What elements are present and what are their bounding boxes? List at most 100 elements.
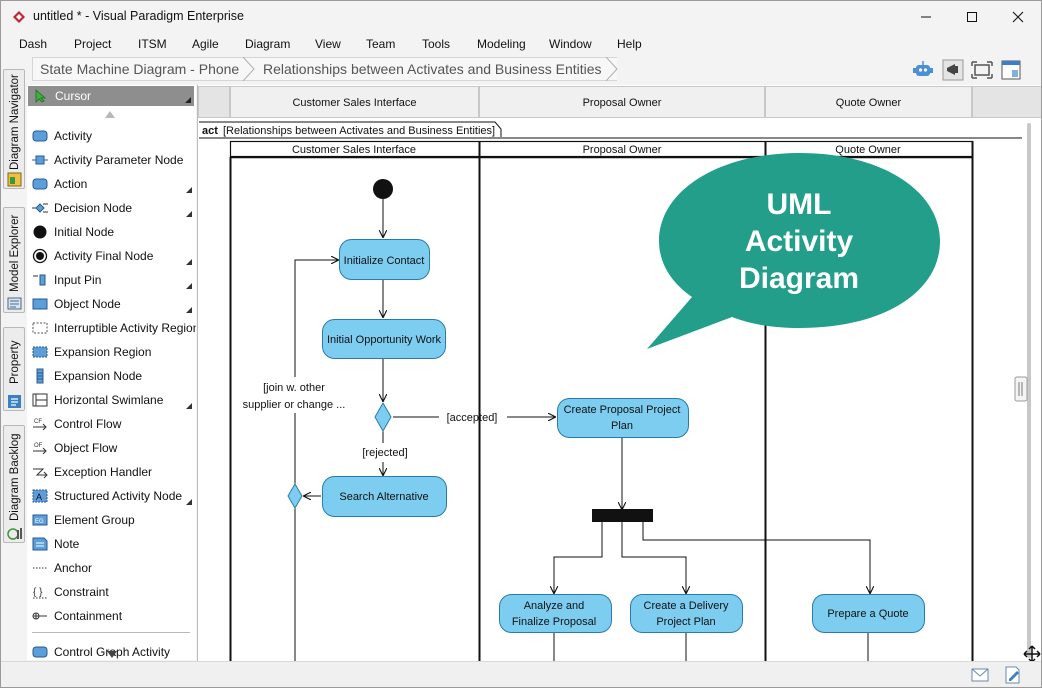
svg-text:Initial Opportunity Work: Initial Opportunity Work bbox=[327, 334, 442, 346]
palette-item-structured-activity-node[interactable]: A Structured Activity Node bbox=[27, 484, 195, 508]
side-tab-strip: Diagram Navigator Model Explorer Propert… bbox=[1, 57, 27, 657]
palette-item-cursor[interactable]: Cursor bbox=[28, 86, 194, 106]
palette-item-input-pin[interactable]: Input Pin bbox=[27, 268, 195, 292]
action-initialize-contact[interactable]: Initialize Contact bbox=[339, 239, 430, 280]
menu-modeling[interactable]: Modeling bbox=[477, 37, 526, 51]
menu-view[interactable]: View bbox=[315, 37, 341, 51]
robot-assistant-icon[interactable] bbox=[912, 59, 934, 81]
menu-tools[interactable]: Tools bbox=[422, 37, 451, 51]
fork-bar[interactable] bbox=[592, 509, 653, 522]
palette-item-interruptible-activity-region[interactable]: Interruptible Activity Region bbox=[27, 316, 196, 340]
move-canvas-icon[interactable] bbox=[1023, 645, 1041, 663]
palette-item-element-group[interactable]: EG Element Group bbox=[27, 508, 195, 532]
tab-diagram-backlog[interactable]: Diagram Backlog bbox=[3, 425, 25, 543]
menu-itsm[interactable]: ITSM bbox=[138, 37, 167, 51]
action-initial-opportunity-work[interactable]: Initial Opportunity Work bbox=[322, 319, 446, 359]
title-bar: untitled * - Visual Paradigm Enterprise bbox=[1, 1, 1041, 33]
anchor-icon bbox=[33, 567, 47, 569]
palette-item-object-flow[interactable]: OF Object Flow bbox=[33, 441, 118, 455]
guard-rejected: [rejected] bbox=[362, 447, 407, 459]
menu-window[interactable]: Window bbox=[549, 37, 592, 51]
palette-item-note[interactable]: Note bbox=[27, 532, 195, 556]
svg-text:Initialize Contact: Initialize Contact bbox=[344, 255, 425, 267]
initial-node[interactable] bbox=[373, 179, 393, 199]
palette-item-containment[interactable]: Containment bbox=[27, 604, 195, 628]
palette-item-constraint[interactable]: { } Constraint bbox=[33, 585, 109, 599]
exception-handler-icon bbox=[33, 468, 48, 479]
scrollbar-thumb[interactable] bbox=[1014, 376, 1030, 402]
palette-item-expansion-node[interactable]: Expansion Node bbox=[27, 364, 195, 388]
fit-to-window-icon[interactable] bbox=[971, 59, 993, 81]
menu-dash[interactable]: Dash bbox=[19, 37, 48, 51]
menu-help[interactable]: Help bbox=[617, 37, 642, 51]
diagram-backlog-icon bbox=[7, 528, 22, 540]
layout-panel-icon[interactable] bbox=[1000, 59, 1022, 81]
expansion-node-icon bbox=[36, 368, 44, 384]
action-create-proposal-project-plan[interactable]: Create Proposal Project Plan bbox=[557, 398, 689, 438]
svg-text:{ }: { } bbox=[33, 587, 43, 598]
flow-continue-down bbox=[553, 633, 869, 662]
more-tools-icon bbox=[186, 499, 192, 505]
guard-join-line2: supplier or change ... bbox=[243, 399, 346, 411]
palette-item-horizontal-swimlane[interactable]: Horizontal Swimlane bbox=[27, 388, 195, 412]
activity-frame: act [Relationships between Activates and… bbox=[199, 121, 1023, 139]
mail-icon[interactable] bbox=[971, 668, 989, 682]
edit-document-icon[interactable] bbox=[1004, 666, 1022, 684]
palette-item-activity[interactable]: Activity bbox=[27, 124, 195, 148]
tab-model-explorer[interactable]: Model Explorer bbox=[3, 207, 25, 313]
announcement-icon[interactable] bbox=[942, 59, 964, 81]
close-button[interactable] bbox=[995, 1, 1041, 33]
diagram-navigator-icon bbox=[7, 172, 22, 187]
lane-header-proposal-owner[interactable]: Proposal Owner bbox=[479, 86, 765, 118]
initial-node-icon bbox=[33, 225, 47, 239]
menu-diagram[interactable]: Diagram bbox=[245, 37, 291, 51]
menu-agile[interactable]: Agile bbox=[192, 37, 219, 51]
minimize-button[interactable] bbox=[903, 1, 949, 33]
palette-item-anchor[interactable]: Anchor bbox=[27, 556, 195, 580]
swimlane-label-proposal-owner: Proposal Owner bbox=[583, 144, 662, 156]
tab-diagram-navigator[interactable]: Diagram Navigator bbox=[3, 69, 25, 189]
menu-team[interactable]: Team bbox=[366, 37, 396, 51]
palette-item-control-flow[interactable]: CF Control Flow bbox=[33, 417, 122, 431]
action-create-delivery-project-plan[interactable]: Create a Delivery Project Plan bbox=[630, 594, 743, 633]
svg-text:Create a Delivery: Create a Delivery bbox=[644, 600, 729, 612]
palette-item-object-node[interactable]: Object Node bbox=[27, 292, 195, 316]
canvas-vertical-scrollbar[interactable] bbox=[1014, 120, 1041, 660]
activity-final-node-icon bbox=[32, 248, 48, 264]
palette-item-expansion-region[interactable]: Expansion Region bbox=[27, 340, 195, 364]
tab-property[interactable]: Property bbox=[3, 327, 25, 411]
lane-header-corner bbox=[198, 86, 230, 118]
action-analyze-and-finalize-proposal[interactable]: Analyze and Finalize Proposal bbox=[499, 594, 612, 633]
svg-text:CF: CF bbox=[34, 419, 42, 425]
model-explorer-icon bbox=[7, 297, 22, 310]
close-icon bbox=[1012, 11, 1024, 23]
more-tools-icon bbox=[186, 283, 192, 289]
maximize-button[interactable] bbox=[949, 1, 995, 33]
merge-node[interactable] bbox=[287, 483, 303, 509]
palette-item-exception-handler[interactable]: Exception Handler bbox=[27, 460, 195, 484]
palette-scroll-down-icon[interactable] bbox=[107, 651, 117, 659]
breadcrumb-item-current[interactable]: Relationships between Activates and Busi… bbox=[263, 61, 602, 77]
action-prepare-a-quote[interactable]: Prepare a Quote bbox=[812, 594, 925, 633]
palette-item-decision-node[interactable]: Decision Node bbox=[27, 196, 195, 220]
palette-item-activity-parameter-node[interactable]: Activity Parameter Node bbox=[27, 148, 195, 172]
action-search-alternative[interactable]: Search Alternative bbox=[322, 476, 447, 517]
lane-header-quote-owner[interactable]: Quote Owner bbox=[765, 86, 972, 118]
diagram-canvas[interactable]: Customer Sales Interface Proposal Owner … bbox=[197, 85, 1041, 662]
breadcrumb-item-state-machine[interactable]: State Machine Diagram - Phone bbox=[40, 61, 240, 77]
svg-text:EG: EG bbox=[35, 519, 44, 525]
svg-text:Finalize Proposal: Finalize Proposal bbox=[512, 616, 596, 628]
flow-merge-to-contact bbox=[294, 260, 338, 484]
decision-node-opportunity[interactable] bbox=[374, 401, 392, 433]
palette-item-action[interactable]: Action bbox=[27, 172, 195, 196]
lane-header-customer-sales-interface[interactable]: Customer Sales Interface bbox=[230, 86, 479, 118]
swimlane-label-quote-owner: Quote Owner bbox=[835, 144, 901, 156]
object-flow-icon: OF bbox=[33, 443, 47, 455]
palette-item-activity-final-node[interactable]: Activity Final Node bbox=[27, 244, 195, 268]
swimlane-partition: Customer Sales Interface Proposal Owner … bbox=[229, 140, 974, 662]
menu-project[interactable]: Project bbox=[74, 37, 112, 51]
svg-text:Prepare a Quote: Prepare a Quote bbox=[827, 608, 908, 620]
structured-activity-node-icon: A bbox=[32, 489, 48, 503]
palette-scroll-up-icon[interactable] bbox=[105, 110, 115, 118]
palette-item-initial-node[interactable]: Initial Node bbox=[27, 220, 195, 244]
